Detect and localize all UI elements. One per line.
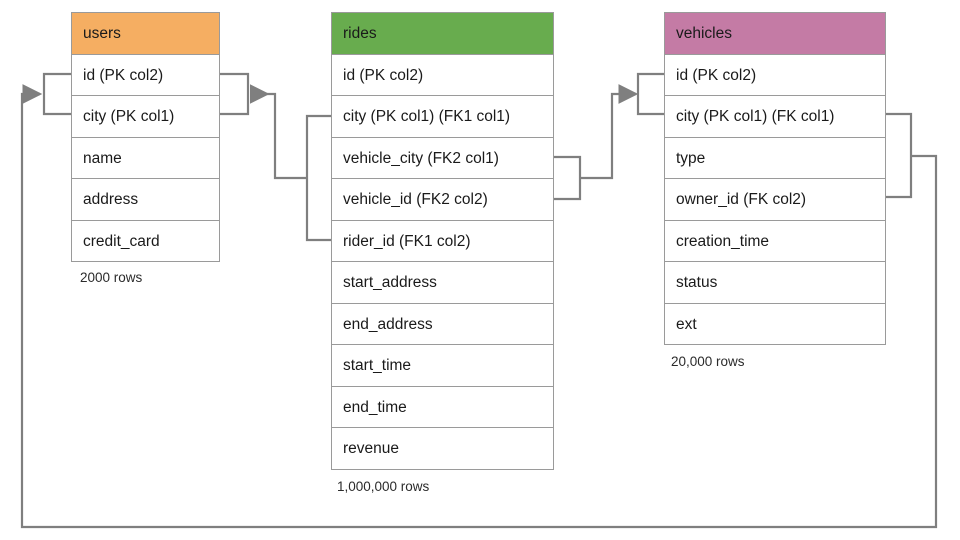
row-count-vehicles: 20,000 rows [671, 354, 745, 369]
field-row[interactable]: type [665, 137, 885, 179]
entity-table-vehicles[interactable]: vehicles id (PK col2) city (PK col1) (FK… [664, 12, 886, 345]
field-row[interactable]: end_address [332, 303, 553, 345]
connector-rides-to-vehicles [554, 155, 582, 201]
field-row[interactable]: revenue [332, 428, 553, 470]
row-count-rides: 1,000,000 rows [337, 479, 430, 494]
field-row[interactable]: rider_id (FK1 col2) [332, 220, 553, 262]
entity-table-users[interactable]: users id (PK col2) city (PK col1) name a… [71, 12, 220, 262]
connector-users-right-bracket [220, 72, 250, 116]
connector-rides-to-vehicles-stem [580, 84, 639, 180]
field-row[interactable]: city (PK col1) (FK col1) [665, 96, 885, 138]
field-row[interactable]: ext [665, 303, 885, 345]
connector-vehicles-left-bracket [636, 72, 664, 116]
field-row[interactable]: address [72, 179, 219, 221]
field-row[interactable]: creation_time [665, 220, 885, 262]
field-row[interactable]: start_time [332, 345, 553, 387]
connector-rides-to-users-stem [249, 84, 307, 180]
row-count-users: 2000 rows [80, 270, 143, 285]
connector-rides-to-users [305, 114, 331, 242]
field-row[interactable]: name [72, 137, 219, 179]
field-row[interactable]: start_address [332, 262, 553, 304]
connector-vehicles-right-bracket [886, 112, 913, 199]
field-row[interactable]: city (PK col1) [72, 96, 219, 138]
field-row[interactable]: owner_id (FK col2) [665, 179, 885, 221]
entity-header-vehicles[interactable]: vehicles [665, 13, 885, 55]
entity-header-users[interactable]: users [72, 13, 219, 55]
field-row[interactable]: end_time [332, 386, 553, 428]
field-row[interactable]: vehicle_id (FK2 col2) [332, 179, 553, 221]
entity-table-rides[interactable]: rides id (PK col2) city (PK col1) (FK1 c… [331, 12, 554, 470]
field-row[interactable]: id (PK col2) [665, 54, 885, 96]
field-row[interactable]: id (PK col2) [332, 54, 553, 96]
field-row[interactable]: id (PK col2) [72, 54, 219, 96]
field-row[interactable]: credit_card [72, 220, 219, 262]
field-row[interactable]: status [665, 262, 885, 304]
field-row[interactable]: vehicle_city (FK2 col1) [332, 137, 553, 179]
entity-header-rides[interactable]: rides [332, 13, 553, 55]
connector-users-left-bracket [42, 72, 71, 116]
field-row[interactable]: city (PK col1) (FK1 col1) [332, 96, 553, 138]
